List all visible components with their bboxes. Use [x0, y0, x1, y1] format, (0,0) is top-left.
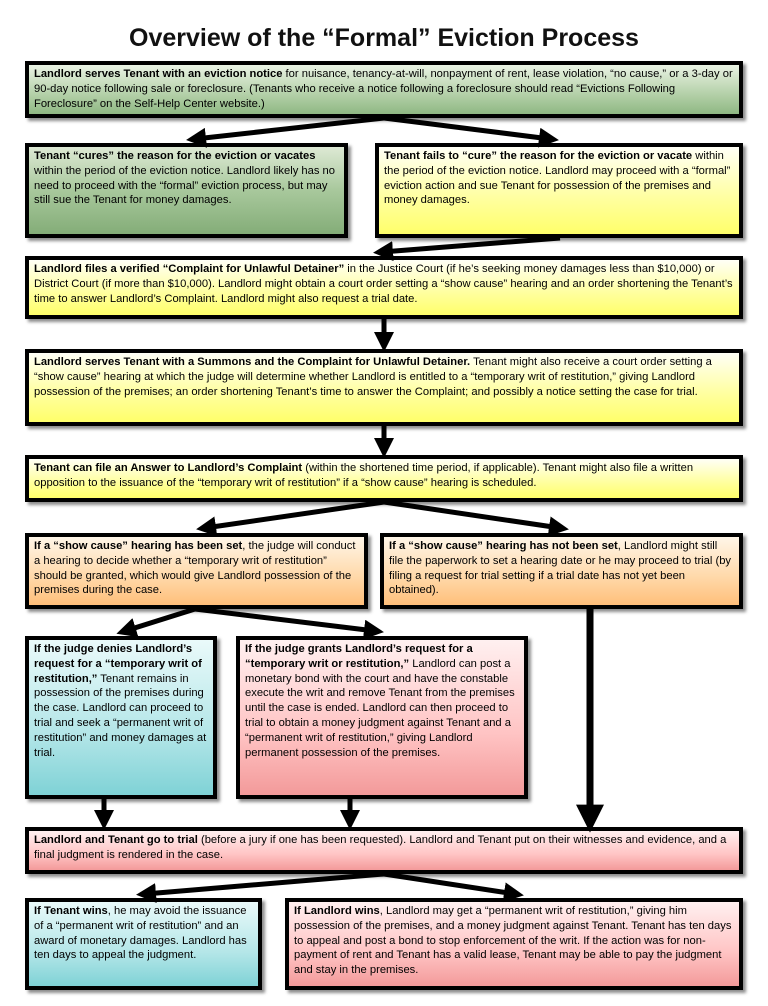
box-text: , the judge will conduct a hearing to de… [34, 540, 356, 597]
box-heading: If Landlord wins [294, 905, 380, 917]
box-text: within the period of the eviction notice… [384, 150, 731, 207]
box-heading: Landlord and Tenant go to trial [34, 834, 198, 846]
arrow-fails-to-complaint [373, 235, 561, 262]
arrow-notice-to-fails [383, 115, 559, 148]
box-heading: If Tenant wins [34, 905, 108, 917]
box-show-cause-set: If a “show cause” hearing has been set, … [25, 533, 368, 609]
arrow-trial-to-landlord-wins [383, 871, 524, 903]
box-show-cause-not-set: If a “show cause” hearing has not been s… [380, 533, 743, 609]
box-landlord-wins: If Landlord wins, Landlord may get a “pe… [285, 898, 743, 990]
arrow-notice-to-cures [186, 115, 385, 148]
box-go-to-trial: Landlord and Tenant go to trial (before … [25, 827, 743, 874]
box-heading: Tenant can file an Answer to Landlord’s … [34, 462, 303, 474]
box-text: , he may avoid the issuance of a “perman… [34, 905, 247, 962]
box-heading: Tenant “cures” the reason for the evicti… [34, 150, 316, 162]
box-text: for nuisance, tenancy-at-will, nonpaymen… [34, 68, 733, 110]
arrow-answer-to-show-cause-not [383, 499, 569, 537]
arrow-hearing-to-denies [116, 606, 196, 638]
box-heading: If a “show cause” hearing has been set [34, 540, 243, 552]
box-heading: If a “show cause” hearing has not been s… [389, 540, 618, 552]
arrow-trial-to-tenant-wins [136, 871, 385, 904]
box-judge-denies: If the judge denies Landlord’s request f… [25, 636, 217, 799]
box-text: Tenant remains in possession of the prem… [34, 672, 207, 759]
box-serve-eviction-notice: Landlord serves Tenant with an eviction … [25, 61, 743, 118]
diagram-title: Overview of the “Formal” Eviction Proces… [129, 24, 639, 52]
box-text: within the period of the eviction notice… [34, 164, 336, 207]
box-heading: Landlord serves Tenant with a Summons an… [34, 356, 471, 368]
box-text: Tenant might also receive a court order … [34, 356, 712, 398]
box-heading: If the judge denies Landlord’s request f… [34, 643, 202, 685]
box-tenant-answer: Tenant can file an Answer to Landlord’s … [25, 455, 743, 502]
arrow-hearing-to-grants [194, 606, 384, 640]
box-heading: If the judge grants Landlord’s request f… [245, 643, 473, 670]
box-tenant-cures: Tenant “cures” the reason for the evicti… [25, 143, 348, 238]
box-text: , Landlord may get a “permanent writ of … [294, 905, 732, 977]
box-text: in the Justice Court (if he’s seeking mo… [34, 263, 733, 305]
box-text: (within the shortened time period, if ap… [34, 462, 694, 489]
box-text: , Landlord might still file the paperwor… [389, 540, 732, 597]
box-tenant-wins: If Tenant wins, he may avoid the issuanc… [25, 898, 262, 990]
box-heading: Tenant fails to “cure” the reason for th… [384, 150, 693, 162]
arrow-answer-to-show-cause-set [196, 499, 385, 537]
box-heading: Landlord files a verified “Complaint for… [34, 263, 345, 275]
box-text: Landlord can post a monetary bond with t… [245, 657, 515, 759]
box-files-complaint: Landlord files a verified “Complaint for… [25, 256, 743, 319]
box-text: (before a jury if one has been requested… [34, 834, 727, 861]
box-heading: Landlord serves Tenant with an eviction … [34, 68, 283, 80]
box-tenant-fails-to-cure: Tenant fails to “cure” the reason for th… [375, 143, 743, 238]
box-judge-grants: If the judge grants Landlord’s request f… [236, 636, 528, 799]
box-serves-summons: Landlord serves Tenant with a Summons an… [25, 349, 743, 426]
